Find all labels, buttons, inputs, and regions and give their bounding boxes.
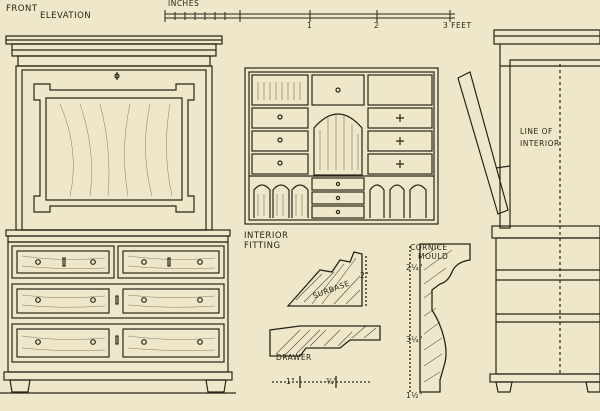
scale-2-label: 2 [374, 21, 380, 30]
mould-label: MOULD [418, 252, 449, 261]
dim-3-1-4-label: 3¼" [406, 335, 423, 344]
side-section [457, 29, 600, 393]
interior-fitting [244, 67, 439, 225]
interior-label: INTERIOR [244, 231, 289, 241]
interior-line-label: INTERIOR [520, 139, 560, 148]
surbase-drawer-section [269, 251, 381, 388]
dim-1in-label: 1" [286, 377, 296, 386]
wood-grain [21, 103, 216, 351]
dim-2-1-4-label: 2¼" [406, 263, 423, 272]
inches-label: INCHES [168, 0, 200, 8]
fitting-label: FITTING [244, 241, 281, 251]
cornice-mould-section [409, 243, 471, 393]
interior-hatching [257, 82, 359, 216]
line-of-label: LINE OF [520, 127, 553, 136]
drawer-label: DRAWER [276, 353, 312, 362]
cornice-label: CORNICE [410, 243, 448, 252]
dim-2in-label: 2" [360, 271, 370, 280]
scale-bar [164, 10, 455, 22]
front-elevation [0, 35, 236, 394]
cornice-hatch [423, 245, 453, 383]
dim-3-4-label: ¾" [326, 377, 338, 386]
scale-1-label: 1 [307, 21, 313, 30]
section-hatch [275, 257, 377, 355]
dim-1-half-label: 1½" [406, 391, 423, 400]
scale-3-feet-label: 3 FEET [443, 21, 472, 30]
front-label: FRONT [6, 4, 38, 14]
elevation-label: ELEVATION [40, 11, 92, 21]
